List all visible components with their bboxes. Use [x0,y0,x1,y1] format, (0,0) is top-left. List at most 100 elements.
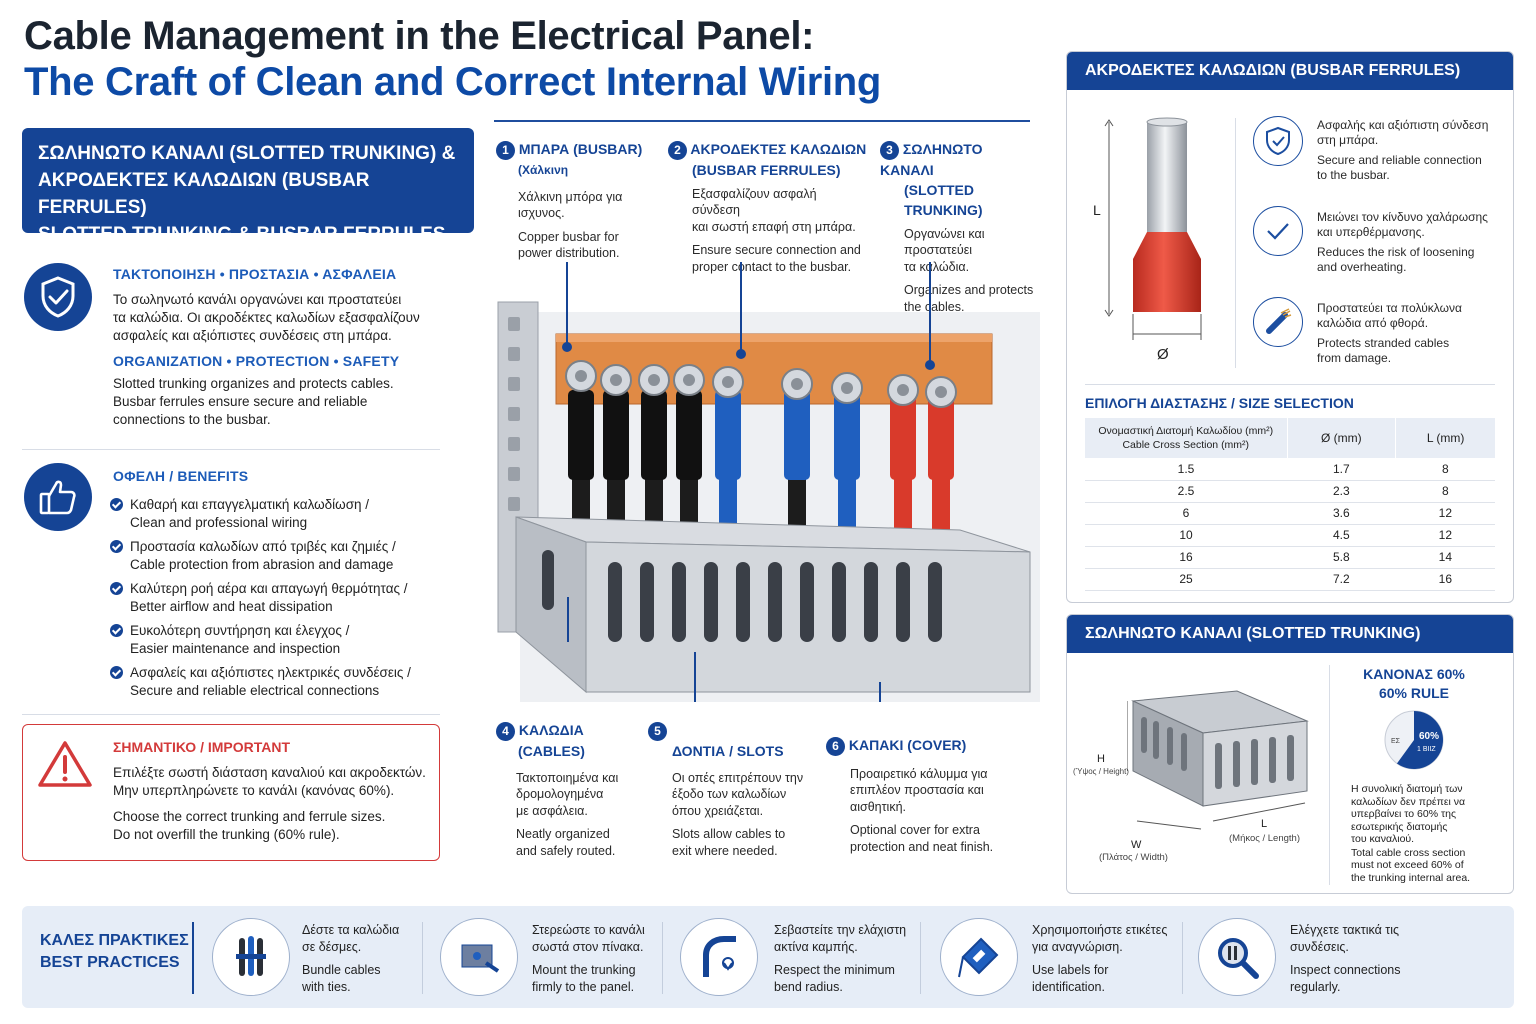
callout-number: 5 [648,721,667,741]
organization-head-gr: ΤΑΚΤΟΠΟΙΗΣΗ • ΠΡΟΣΤΑΣΙΑ • ΑΣΦΑΛΕΙΑ [113,266,397,282]
rule-head: ΚΑΝΟΝΑΣ 60% 60% RULE [1339,665,1489,703]
rule-desc-en2: must not exceed 60% of [1351,859,1464,871]
feature-en1: Secure and reliable connection [1317,153,1482,167]
rule-desc-gr1: Η συνολική διατομή των [1351,783,1463,795]
callout-title: ΚΑΛΩΔΙΑ [518,722,584,738]
benefit-en: Easier maintenance and inspection [130,640,341,656]
organization-text-gr-3: ασφαλείς και αξιόπιστες συνδέσεις στη μπ… [113,328,392,343]
stranded-cable-icon [1253,297,1303,347]
callout-title: ΑΚΡΟΔΕΚΤΕΣ ΚΑΛΩΔΙΩΝ [690,141,867,157]
callout-en1: Ensure secure connection and [692,243,861,257]
ferrule-drawing [1104,117,1202,340]
table-cell: 8 [1395,458,1495,481]
organization-text-en: Slotted trunking organizes and protects … [113,375,443,429]
callout-gr1: Τακτοποιημένα και [516,770,619,785]
bp-gr1: Χρησιμοποιήστε ετικέτες [1032,923,1168,937]
size-selection-head: ΕΠΙΛΟΓΗ ΔΙΑΣΤΑΣΗΣ / SIZE SELECTION [1085,395,1354,411]
ferrule-divider [1235,118,1236,368]
benefit-en: Better airflow and heat dissipation [130,598,333,614]
bp-gr2: σωστά στον πίνακα. [532,939,644,954]
callout-text-en: Neatly organized and safely routed. [496,826,636,859]
rule-desc-gr2: καλωδίων δεν πρέπει να [1351,795,1466,808]
organization-text-gr: Το σωληνωτό κανάλι οργανώνει και προστατ… [113,291,443,345]
page-subtitle: The Craft of Clean and Correct Internal … [24,60,882,104]
table-cell: 16 [1085,546,1287,569]
bp-en1: Use labels for [1032,963,1109,977]
bp-gr2: ακτίνα καμπής. [774,939,858,954]
callout-en1: Neatly organized [516,827,610,841]
feature-gr2: και υπερθέρμανσης. [1317,225,1425,239]
best-practices-bar: ΚΑΛΕΣ ΠΡΑΚΤΙΚΕΣ BEST PRACTICES Δέστε τα … [22,906,1514,1008]
callout-ferrules: 2 ΑΚΡΟΔΕΚΤΕΣ ΚΑΛΩΔΙΩΝ (BUSBAR FERRULES) … [668,139,868,275]
callout-en2: the cables. [904,299,965,314]
benefit-gr: Ευκολότερη συντήρηση και έλεγχος / [130,623,350,638]
important-en1: Choose the correct trunking and ferrule … [113,809,386,824]
size-col1-en: Cable Cross Section (mm²) [1122,439,1250,451]
callout-gr3: αισθητική. [850,799,907,814]
bp-gr1: Ελέγχετε τακτικά τις [1290,923,1400,937]
bp-en1: Respect the minimum [774,963,895,977]
callout-gr2: έξοδο των καλωδίων [672,787,787,801]
feature-gr1: Ασφαλής και αξιόπιστη σύνδεση [1317,118,1489,132]
organization-text-en-1: Slotted trunking organizes and protects … [113,376,394,391]
benefit-item: Προστασία καλωδίων από τριβές και ζημιές… [110,538,443,573]
pie-value-label: 60% [1419,731,1439,742]
important-head: ΣΗΜΑΝΤΙΚΟ / IMPORTANT [113,739,291,755]
bp-divider [920,922,921,994]
feature-gr1: Μειώνει τον κίνδυνο χαλάρωσης [1317,210,1488,224]
section-divider [22,449,440,450]
left-header-line1: ΣΩΛΗΝΩΤΟ ΚΑΝΑΛΙ (SLOTTED TRUNKING) & [38,143,456,164]
pie-sub-label: 1 BIIZ [1417,746,1436,753]
organization-text-en-3: connections to the busbar. [113,412,271,427]
table-cell: 4.5 [1287,524,1396,547]
callout-en2: exit where needed. [672,843,778,858]
dim-L-label: L [1093,202,1101,218]
callout-gr1: Χάλκινη μπόρα για [518,189,623,204]
benefit-en: Clean and professional wiring [130,514,308,530]
bp-en1: Inspect connections [1290,963,1401,977]
callout-number: 4 [496,721,515,741]
rule-description: Η συνολική διατομή των καλωδίων δεν πρέπ… [1351,783,1501,884]
cable-bundle-icon [212,918,290,996]
page-title: Cable Management in the Electrical Panel… [24,14,815,58]
callout-gr2: επιπλέον προστασία και [850,783,984,797]
section-divider [22,714,440,715]
benefit-gr: Καθαρή και επαγγελματική καλωδίωση / [130,497,370,512]
callout-title: ΜΠΑΡΑ (BUSBAR) [518,141,643,157]
rule-desc-en1: Total cable cross section [1351,846,1466,859]
organization-text-gr-2: τα καλώδια. Οι ακροδέκτες καλωδίων εξασφ… [113,310,420,325]
feature-en1: Reduces the risk of loosening [1317,245,1475,259]
size-col1-header: Ονομαστική Διατομή Καλωδίου (mm²) Cable C… [1085,418,1287,458]
callout-title-2: (Χάλκινη [518,162,569,177]
best-practices-head-en: BEST PRACTICES [40,954,180,971]
callout-en1: Organizes and protects [904,283,1034,297]
pie-chart: 60% 1 BIIZ ΕΣ [1384,710,1444,770]
important-content: ΣΗΜΑΝΤΙΚΟ / IMPORTANT Επιλέξτε σωστή διά… [113,739,433,844]
bp-gr1: Σεβαστείτε την ελάχιστη [774,923,907,937]
check-icon [110,498,123,511]
table-cell: 2.5 [1085,480,1287,503]
rule-desc-gr4: εσωτερικής διατομής [1351,820,1448,833]
benefit-gr: Καλύτερη ροή αέρα και απαγωγή θερμότητας… [130,581,408,596]
callout-gr1: Οι οπές επιτρέπουν την [672,770,804,785]
callout-en2: and safely routed. [516,843,616,858]
trunking-drawing [1127,690,1309,830]
trunking-panel-head: ΣΩΛΗΝΩΤΟ ΚΑΝΑΛΙ (SLOTTED TRUNKING) [1067,615,1513,653]
table-cell: 6 [1085,502,1287,525]
size-col2-header: Ø (mm) [1286,418,1396,458]
callout-en2: protection and neat finish. [850,839,994,854]
size-col1-gr: Ονομαστική Διατομή Καλωδίου (mm²) [1098,425,1274,437]
table-cell: 3.6 [1287,502,1396,525]
best-practices-head: ΚΑΛΕΣ ΠΡΑΚΤΙΚΕΣ BEST PRACTICES [40,930,189,974]
left-header-line3: SLOTTED TRUNKING & BUSBAR FERRULES [38,224,446,245]
callout-en1: Copper busbar for [518,229,619,244]
benefits-list: Καθαρή και επαγγελματική καλωδίωση / Clea… [110,496,443,699]
size-divider [1085,384,1495,385]
